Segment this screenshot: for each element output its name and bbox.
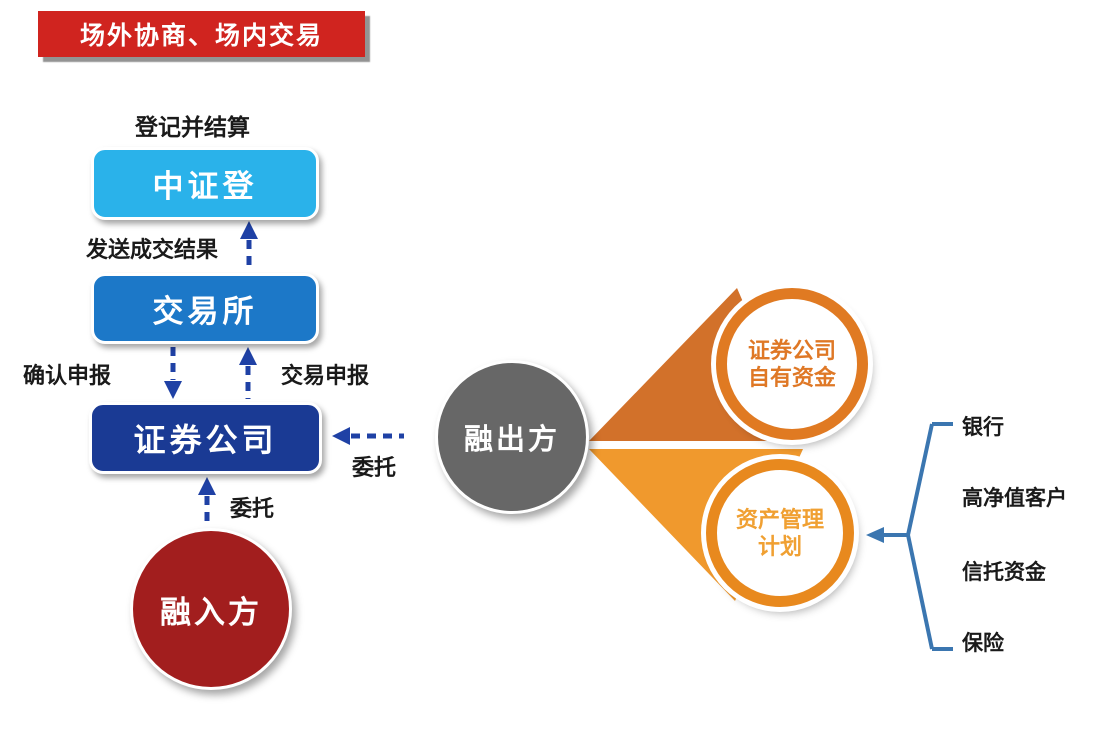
arrow-exchange-to-csdc [240, 221, 258, 271]
source-item-insurance: 保险 [962, 632, 1004, 655]
source-item-hnw-client: 高净值客户 [962, 487, 1067, 510]
node-borrower: 融入方 [130, 528, 292, 690]
sources-arrowhead [866, 527, 884, 543]
node-asset-plan-line2: 计划 [757, 534, 802, 559]
arrow-lender-to-broker [332, 427, 404, 445]
source-item-bank: 银行 [962, 416, 1004, 439]
node-exchange: 交易所 [91, 273, 319, 344]
node-own-funds-line2: 自有资金 [747, 365, 836, 390]
node-asset-plan: 资产管理 计划 [706, 459, 854, 607]
node-broker-label: 证券公司 [133, 422, 278, 458]
label-entrust-lender: 委托 [352, 455, 397, 480]
node-own-funds-line1: 证券公司 [747, 337, 836, 363]
arrow-borrower-to-broker [198, 477, 216, 526]
title-banner: 场外协商、场内交易 [38, 11, 365, 57]
label-trade-declaration: 交易申报 [281, 363, 370, 388]
node-exchange-label: 交易所 [152, 294, 258, 329]
sources-bracket [882, 422, 953, 651]
node-lender-label: 融出方 [463, 424, 560, 456]
node-asset-plan-line1: 资产管理 [735, 506, 824, 532]
source-item-trust-funds: 信托资金 [962, 561, 1046, 584]
node-lender: 融出方 [435, 360, 589, 514]
node-csdc: 中证登 [91, 147, 319, 220]
label-entrust-borrower: 委托 [230, 496, 275, 521]
title-banner-label: 场外协商、场内交易 [79, 22, 323, 50]
node-csdc-label: 中证登 [152, 169, 258, 204]
label-send-result: 发送成交结果 [86, 237, 219, 262]
arrow-broker-to-exchange [239, 347, 257, 399]
arrow-exchange-to-broker [164, 347, 182, 399]
node-own-funds: 证券公司 自有资金 [716, 288, 868, 440]
label-confirm-declaration: 确认申报 [23, 363, 112, 388]
node-borrower-label: 融入方 [160, 594, 262, 630]
label-register-settle: 登记并结算 [135, 114, 250, 140]
node-broker: 证券公司 [89, 402, 322, 474]
